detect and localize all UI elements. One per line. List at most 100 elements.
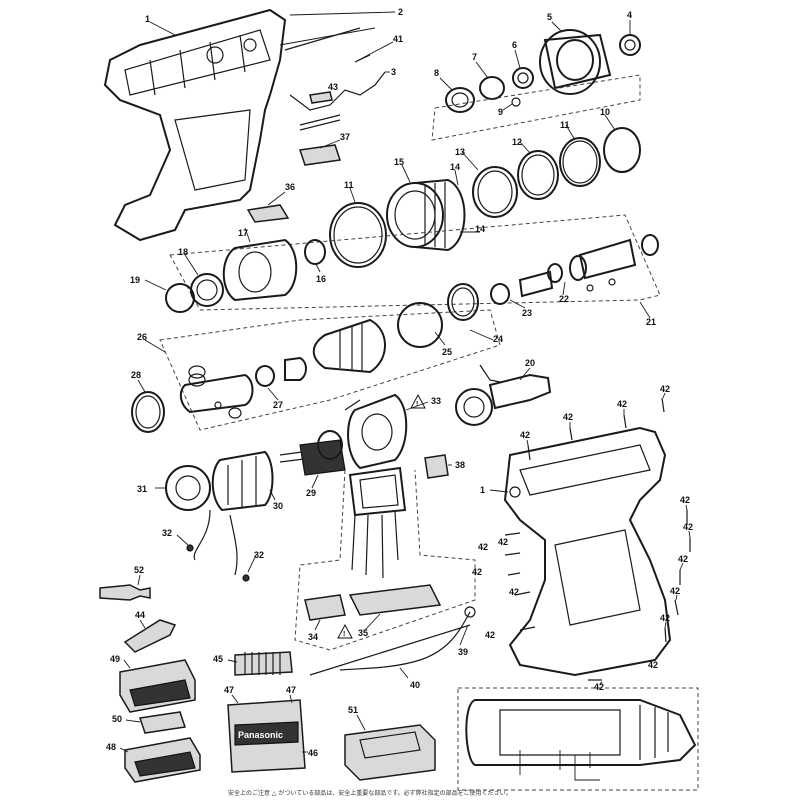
- callout-label: 3: [391, 67, 396, 77]
- callout-label: 35: [358, 628, 368, 638]
- callout-label: 47: [224, 685, 234, 695]
- callout-label: 29: [306, 488, 316, 498]
- part-51-charger: [344, 724, 436, 781]
- part-45-spring-cover: [234, 651, 293, 676]
- part-32-screw-a: [186, 544, 194, 552]
- callout-label: 38: [455, 460, 465, 470]
- callout-label: 39: [458, 647, 468, 657]
- svg-text:!: !: [416, 401, 418, 408]
- housing-left-half: [103, 8, 287, 242]
- callout-label: 45: [213, 654, 223, 664]
- part-44-belt-hook: [123, 619, 177, 653]
- callout-label: 37: [340, 132, 350, 142]
- part-32-screw-b: [242, 574, 250, 582]
- callout-label: 42: [660, 384, 670, 394]
- callout-label: 14: [450, 162, 460, 172]
- callout-label: 42: [617, 399, 627, 409]
- inset-label-detail: [457, 687, 699, 791]
- callout-label: 42: [498, 537, 508, 547]
- callout-label: 14: [475, 224, 485, 234]
- callout-label: 24: [493, 334, 503, 344]
- part-39-cable: [339, 611, 471, 671]
- callout-label: 44: [135, 610, 145, 620]
- callout-label: 32: [254, 550, 264, 560]
- callout-label: 31: [137, 484, 147, 494]
- callout-label: 17: [238, 228, 248, 238]
- front-cover-parts: [165, 238, 326, 313]
- callout-label: 42: [648, 660, 658, 670]
- callout-label: 43: [328, 82, 338, 92]
- callout-label: 42: [520, 430, 530, 440]
- callout-label: 40: [410, 680, 420, 690]
- callout-label: 33: [431, 396, 441, 406]
- part-50-cover: [139, 711, 186, 734]
- callout-label: 41: [393, 34, 403, 44]
- callout-label: 34: [308, 632, 318, 642]
- brand-label: Panasonic: [238, 730, 283, 740]
- part-34-bracket: [304, 594, 346, 621]
- callout-label: 46: [308, 748, 318, 758]
- callout-label: 15: [394, 157, 404, 167]
- callout-label: 23: [522, 308, 532, 318]
- callout-label: 19: [130, 275, 140, 285]
- callout-label: 50: [112, 714, 122, 724]
- callout-label: 25: [442, 347, 452, 357]
- part-36-pad: [246, 204, 290, 223]
- callout-label: 27: [273, 400, 283, 410]
- callout-label: 9: [498, 107, 503, 117]
- callout-label: 42: [478, 542, 488, 552]
- stator-group: [165, 450, 274, 576]
- callout-label: 22: [559, 294, 569, 304]
- part-35-control-board: [348, 584, 442, 616]
- callout-label: 7: [472, 52, 477, 62]
- ring-row-10-14: [472, 127, 641, 218]
- callout-label: 42: [678, 554, 688, 564]
- callout-label: 42: [660, 613, 670, 623]
- part-20-anvil: [455, 364, 552, 426]
- callout-label: 26: [137, 332, 147, 342]
- callout-label: 30: [273, 501, 283, 511]
- part-52-bit-holder: [99, 584, 151, 601]
- callout-label: 11: [560, 120, 570, 130]
- callout-label: 2: [398, 7, 403, 17]
- part-43-bracket: [309, 91, 333, 104]
- safety-footnote: 安全上のご注意 △ がついている部品は、安全上重要な部品です。必ず弊社指定の部品…: [228, 789, 512, 797]
- callout-label: 36: [285, 182, 295, 192]
- part-28-ring: [131, 391, 165, 433]
- callout-label: 6: [512, 40, 517, 50]
- callout-label: 20: [525, 358, 535, 368]
- callout-label: 42: [472, 567, 482, 577]
- front-ring-group: [445, 29, 641, 113]
- callout-label: 1: [145, 14, 150, 24]
- part-15-hammer-case: [386, 178, 466, 252]
- part-49-battery-pack: [119, 659, 196, 713]
- callout-label: 51: [348, 705, 358, 715]
- callout-label: 42: [594, 682, 604, 692]
- callout-numbers: 1 2 41 3 43 37 36 5 4 8 7 6 9 13 12 11 1…: [106, 7, 693, 758]
- screws-42: [504, 397, 691, 681]
- callout-label: 42: [683, 522, 693, 532]
- callout-label: 5: [547, 12, 552, 22]
- motor-housing-group: [344, 393, 449, 517]
- callout-label: 42: [680, 495, 690, 505]
- callout-label: 1: [480, 485, 485, 495]
- callout-label: 12: [512, 137, 522, 147]
- callout-label: 42: [670, 586, 680, 596]
- callout-label: 32: [162, 528, 172, 538]
- callout-label: 42: [509, 587, 519, 597]
- callout-label: 49: [110, 654, 120, 664]
- callout-label: 18: [178, 247, 188, 257]
- callout-label: 42: [485, 630, 495, 640]
- callout-label: 16: [316, 274, 326, 284]
- part-48-battery-pack: [124, 737, 201, 783]
- callout-label: 8: [434, 68, 439, 78]
- anvil-hammer-group: [179, 283, 479, 419]
- callout-label: 52: [134, 565, 144, 575]
- callout-label: 4: [627, 10, 632, 20]
- svg-text:!: !: [343, 631, 345, 638]
- callout-label: 10: [600, 107, 610, 117]
- callout-label: 47: [286, 685, 296, 695]
- callout-label: 21: [646, 317, 656, 327]
- part-11-ring: [329, 202, 387, 268]
